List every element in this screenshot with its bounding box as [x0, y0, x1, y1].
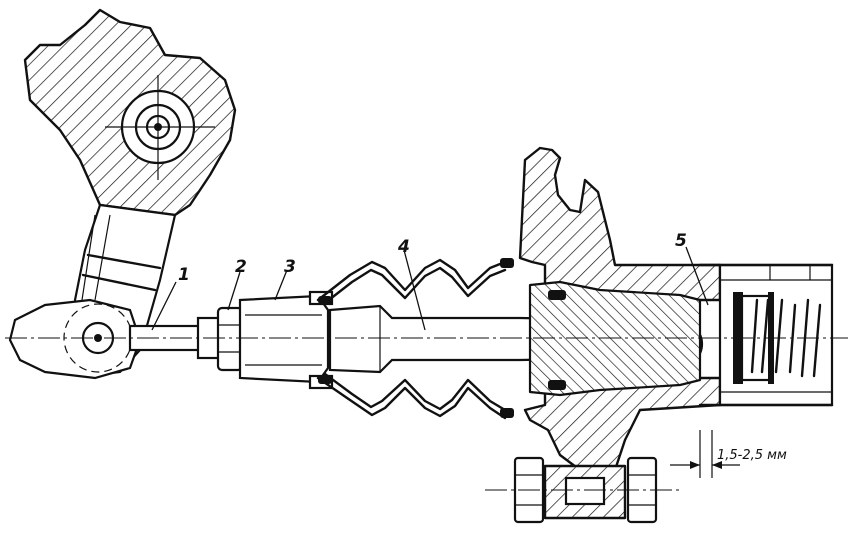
cylinder-body [518, 146, 834, 477]
gap-dimension: 1,5-2,5 мм [670, 430, 787, 478]
lock-nut [216, 306, 244, 372]
callout-leaders [151, 246, 709, 331]
dust-boot [316, 258, 507, 420]
callout-2: 2 [235, 257, 247, 277]
pivot-bolt-upper [105, 75, 215, 180]
gap-dimension-label: 1,5-2,5 мм [717, 448, 787, 463]
callout-3: 3 [284, 257, 296, 277]
adjuster-sleeve [238, 290, 334, 390]
o-ring-seals [318, 258, 566, 418]
callout-4: 4 [397, 237, 410, 257]
callout-5: 5 [675, 231, 687, 251]
callout-1: 1 [178, 265, 190, 285]
mounting-bolt [485, 456, 680, 524]
